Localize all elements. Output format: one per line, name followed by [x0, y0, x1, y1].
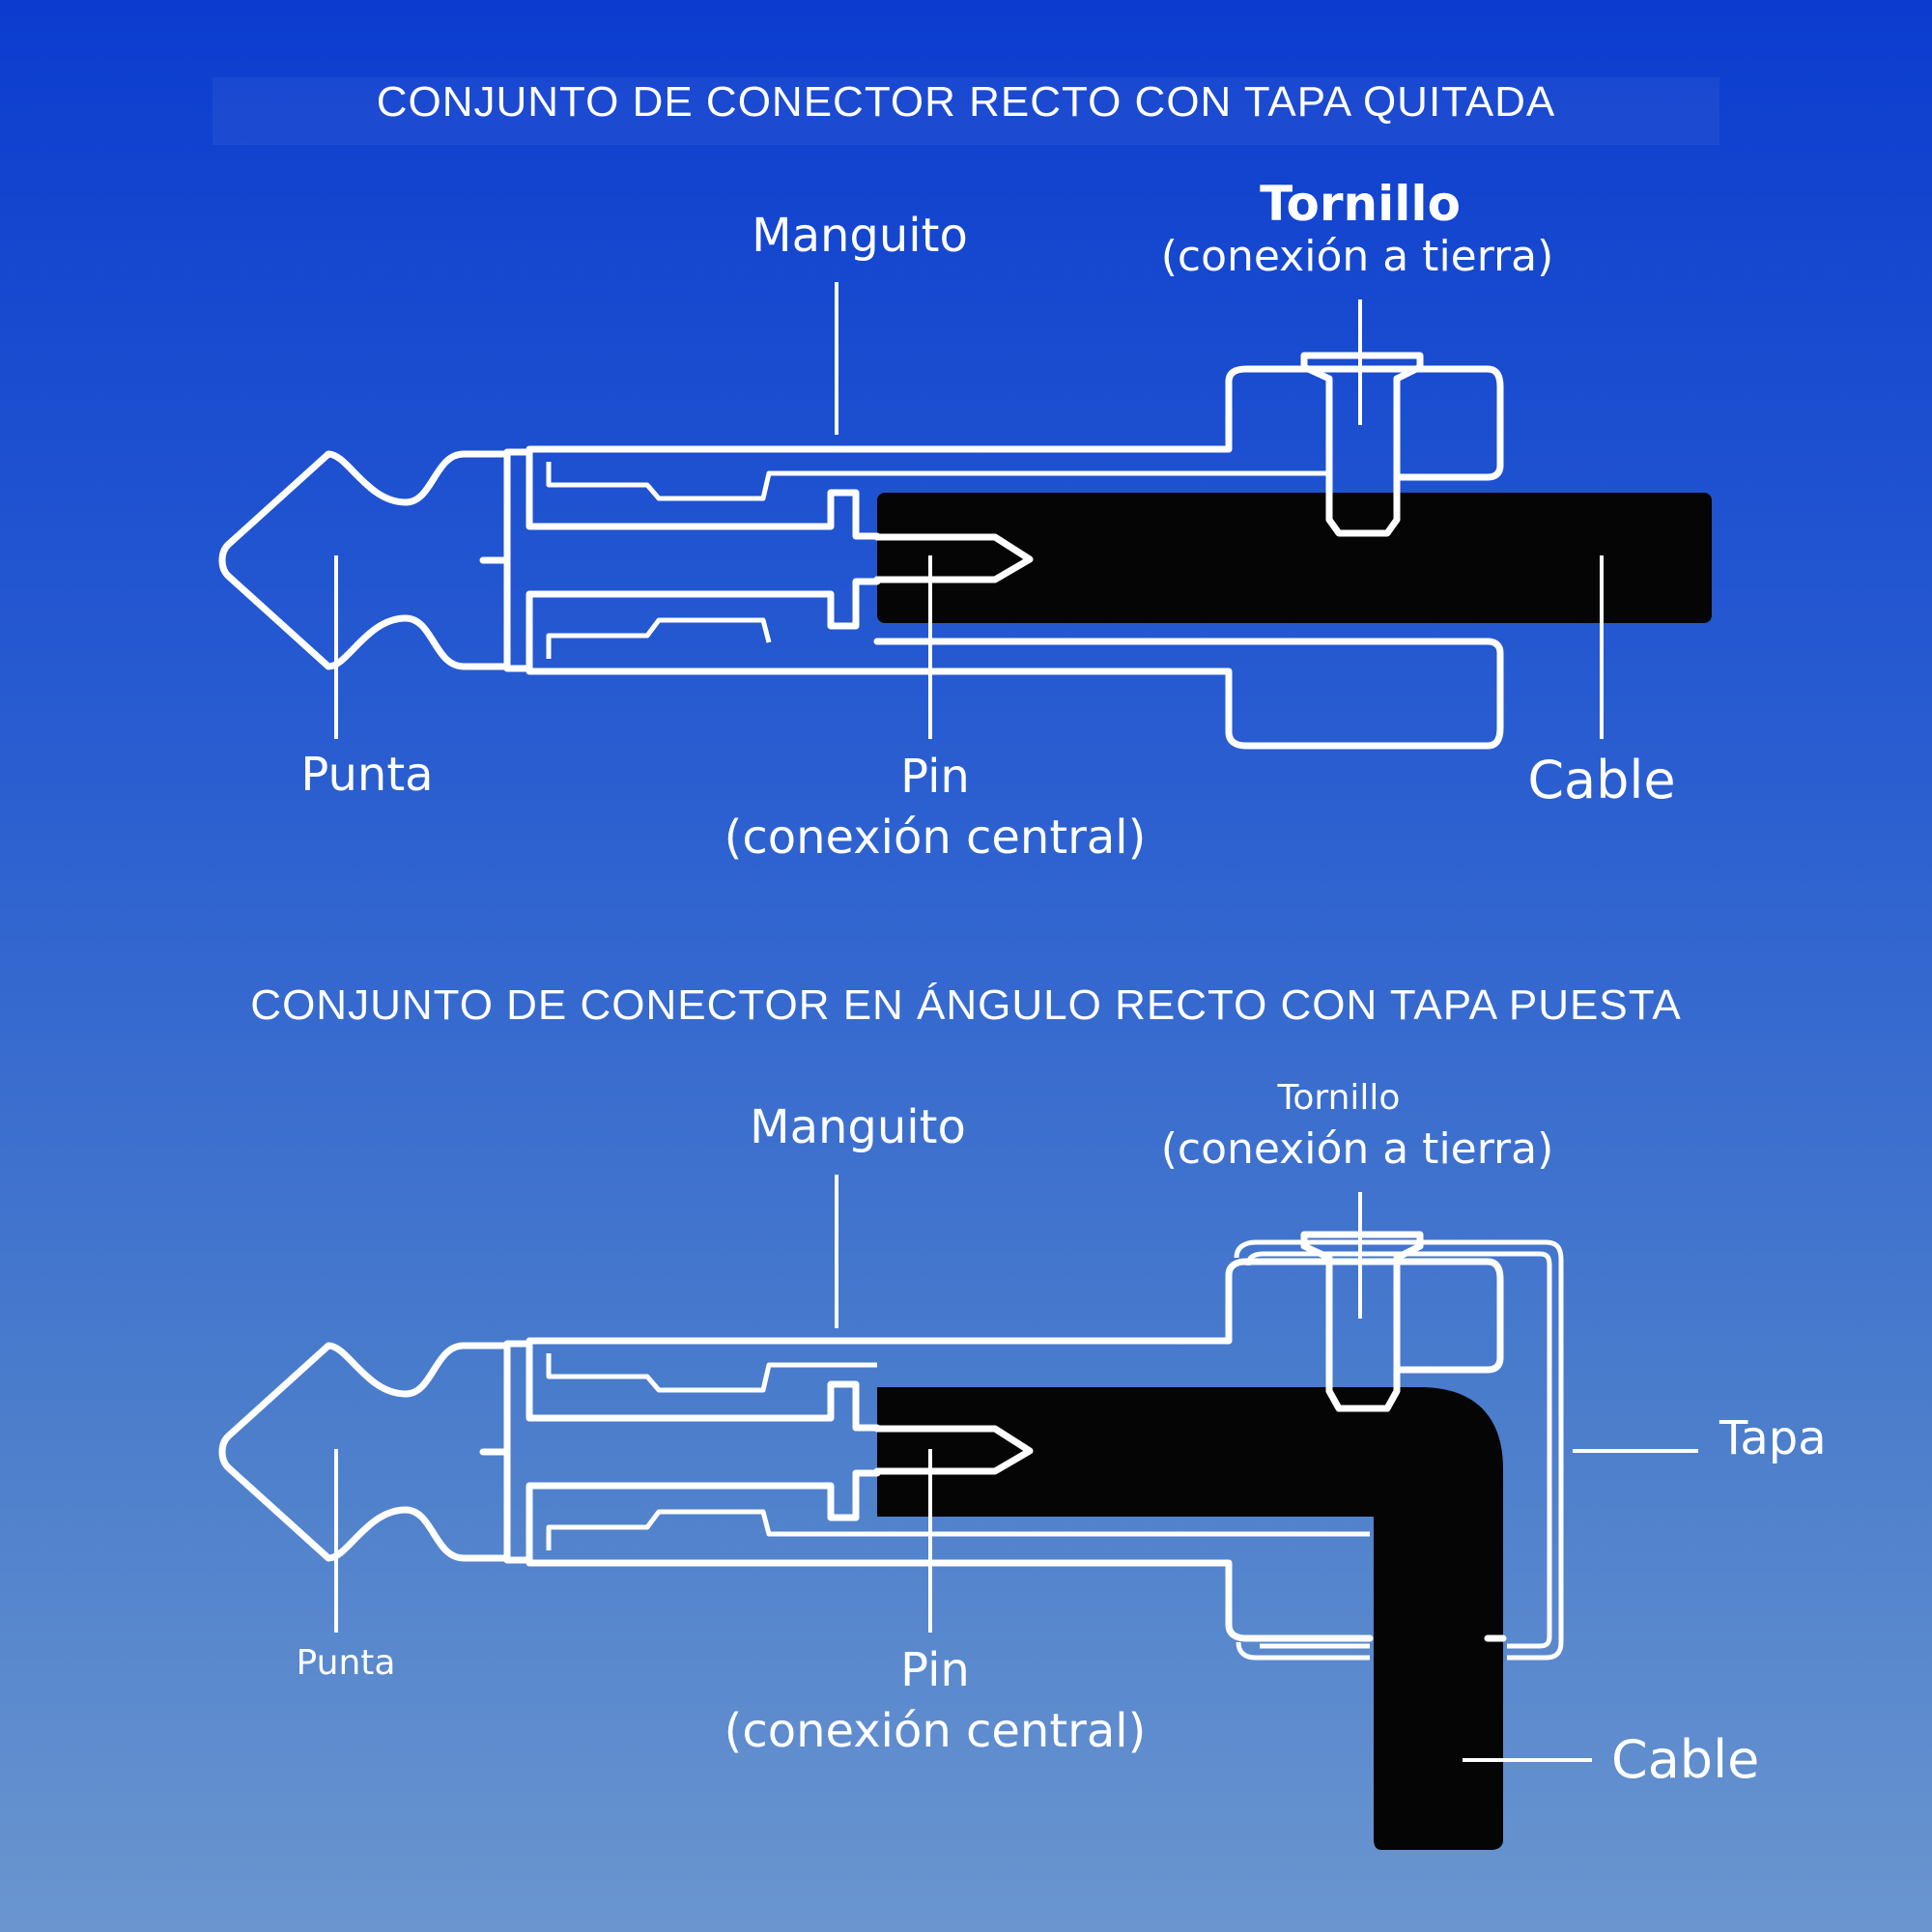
top-ring-shape	[503, 448, 533, 672]
top-title-band	[213, 77, 1719, 145]
top-sleeve-upper-inner	[546, 462, 1331, 501]
bottom-screw-shape	[1300, 1231, 1424, 1412]
top-tornillo-sub-label: (conexión a tierra)	[1161, 232, 1554, 281]
top-cable-shape	[877, 493, 1712, 623]
bottom-tapa-label: Tapa	[1719, 1411, 1827, 1465]
bottom-cap-inner	[1245, 1251, 1552, 1649]
bottom-sleeve-lower-inner	[546, 1509, 1370, 1550]
top-pin-label: Pin	[900, 750, 970, 804]
bottom-tip-shape	[218, 1342, 511, 1562]
bottom-pin-shape	[873, 1425, 1034, 1475]
bottom-sleeve-lower	[526, 1469, 1507, 1642]
top-manguito-label: Manguito	[752, 209, 968, 263]
top-title: CONJUNTO DE CONECTOR RECTO CON TAPA QUIT…	[377, 78, 1556, 126]
bottom-cap-shape	[1234, 1239, 1564, 1661]
top-sleeve-upper	[526, 365, 1504, 540]
top-sleeve-lower	[526, 578, 1504, 750]
bottom-tornillo-label: Tornillo	[1277, 1078, 1401, 1118]
top-screw-shape	[1300, 352, 1424, 537]
bottom-punta-label: Punta	[297, 1643, 396, 1683]
top-tip-shape	[218, 450, 511, 670]
bottom-tornillo-sub-label: (conexión a tierra)	[1161, 1124, 1554, 1174]
top-tornillo-label: Tornillo	[1260, 176, 1461, 232]
bottom-pin-label: Pin	[900, 1643, 970, 1697]
top-cable-label: Cable	[1527, 750, 1675, 810]
bottom-ring-shape	[503, 1340, 533, 1564]
bottom-cable-shape	[877, 1387, 1503, 1850]
bottom-title: CONJUNTO DE CONECTOR EN ÁNGULO RECTO CON…	[250, 981, 1681, 1029]
top-pin-shape	[873, 533, 1034, 583]
bottom-pin-sub-label: (conexión central)	[724, 1704, 1147, 1758]
bottom-cable-label: Cable	[1611, 1729, 1759, 1790]
top-diagram: CONJUNTO DE CONECTOR RECTO CON TAPA QUIT…	[213, 77, 1719, 865]
top-pin-sub-label: (conexión central)	[724, 810, 1147, 865]
top-sleeve-lower-inner	[546, 617, 772, 659]
top-punta-label: Punta	[300, 748, 433, 802]
bottom-diagram: CONJUNTO DE CONECTOR EN ÁNGULO RECTO CON…	[218, 981, 1827, 1850]
bottom-sleeve-upper-inner	[546, 1353, 877, 1393]
bottom-manguito-label: Manguito	[750, 1100, 966, 1154]
bottom-sleeve-upper	[526, 1258, 1504, 1432]
